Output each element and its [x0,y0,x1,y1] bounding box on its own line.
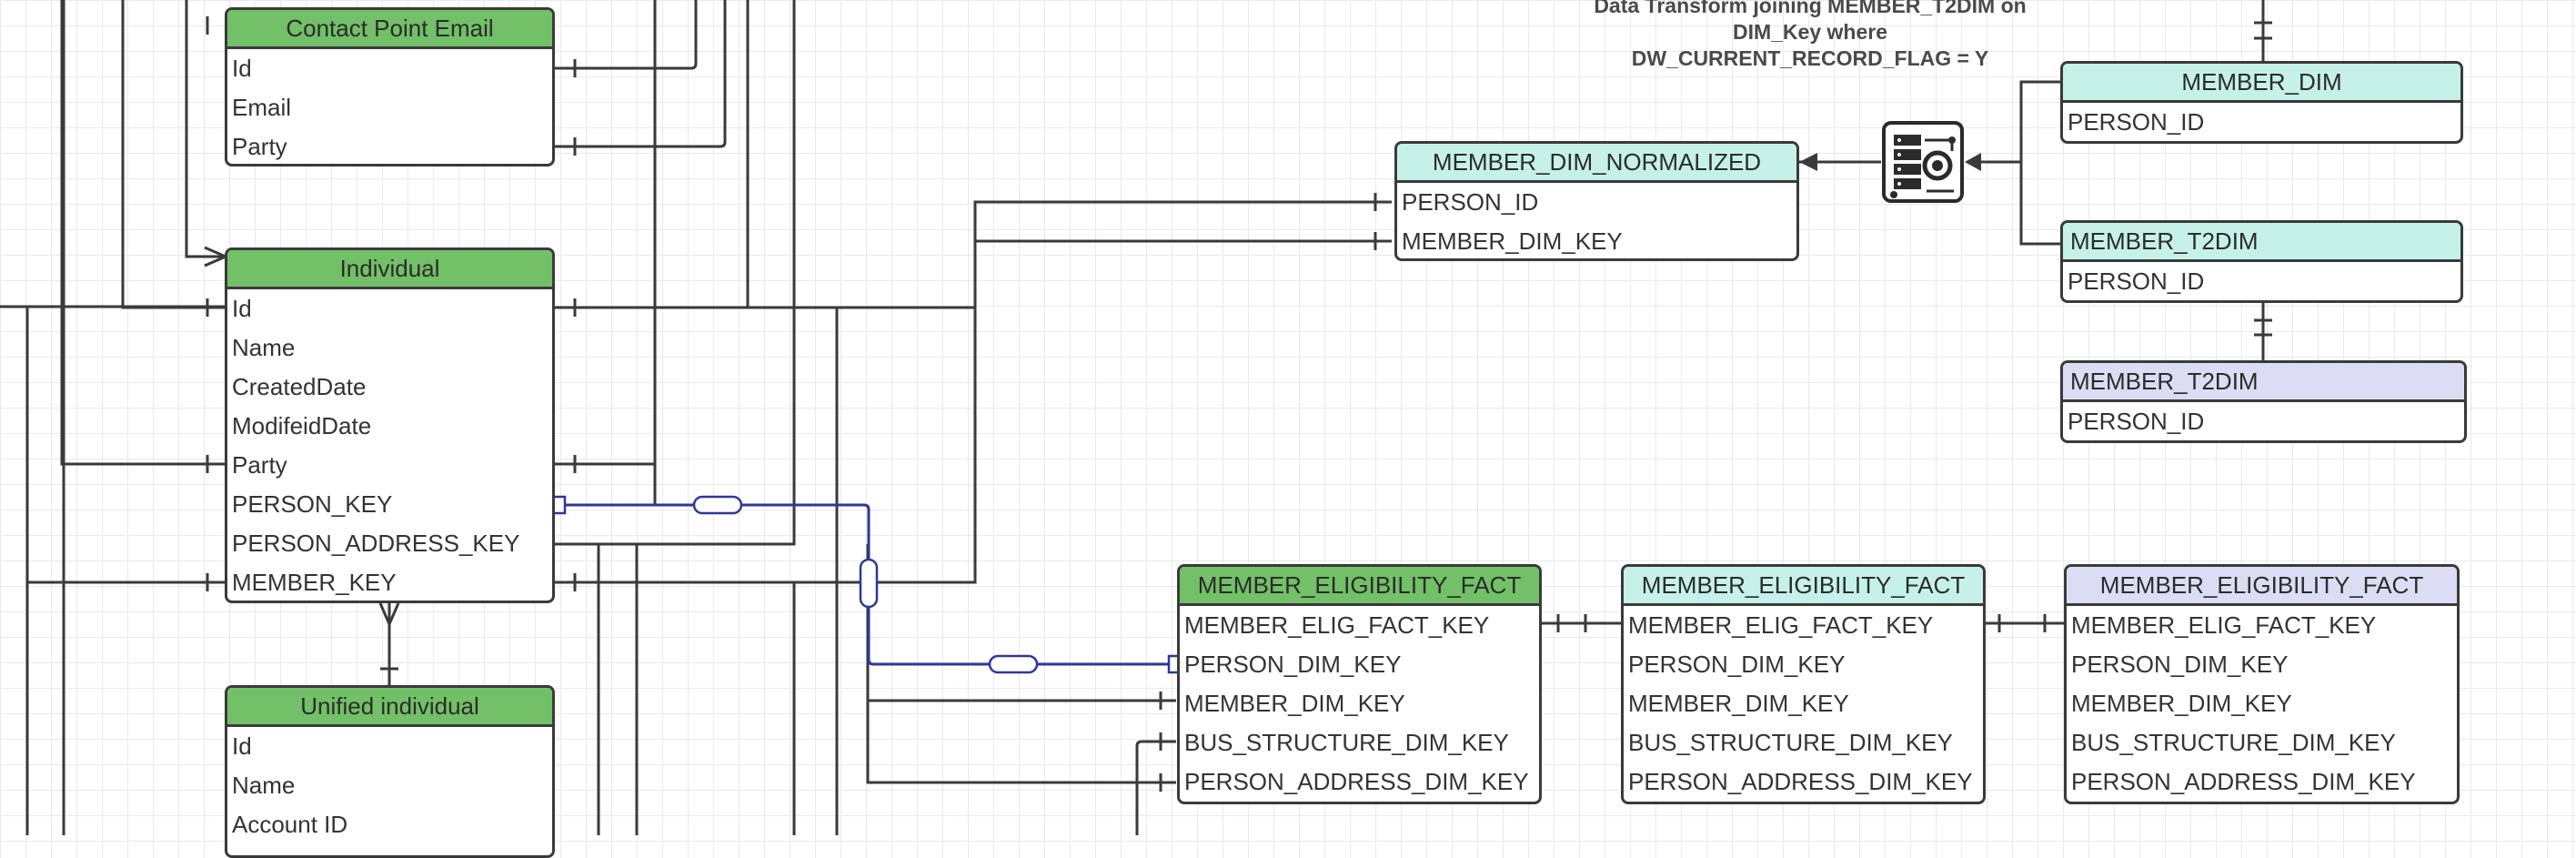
entity-contact-point-email[interactable]: Contact Point Email Id Email Party [225,7,555,167]
data-transform-icon [1882,121,1964,203]
connector-midpoint-handle[interactable] [692,495,743,515]
entity-field: Id [232,295,252,322]
entity-field: PERSON_ADDRESS_DIM_KEY [1628,768,1973,795]
data-transform-icon[interactable] [1881,120,1965,204]
entity-field: MEMBER_ELIG_FACT_KEY [1184,611,1490,639]
entity-title: Unified individual [227,688,552,727]
entity-field: MEMBER_DIM_KEY [1184,690,1405,717]
note-line: DIM_Key where [1732,20,1887,44]
arrowhead [1799,153,1817,171]
entity-field: CreatedDate [232,373,367,400]
entity-member-t2dim[interactable]: MEMBER_T2DIM PERSON_ID [2060,220,2463,303]
note-line: Data Transform joining MEMBER_T2DIM on [1594,0,2027,17]
entity-field: ModifeidDate [232,412,372,439]
entity-field: MEMBER_ELIG_FACT_KEY [2071,611,2377,639]
connector-line [555,200,1392,309]
connector-line [866,544,1176,702]
entity-title: MEMBER_ELIGIBILITY_FACT [2067,567,2457,606]
connector-line [866,701,1176,784]
entity-field: BUS_STRUCTURE_DIM_KEY [2071,729,2396,756]
entity-field: PERSON_DIM_KEY [1184,651,1402,678]
cardinality-marker [1556,614,2047,632]
entity-title: MEMBER_T2DIM [2063,363,2464,402]
crowfoot-marker [378,602,400,628]
connector-line [1135,740,1176,835]
entity-individual[interactable]: Individual Id Name CreatedDate ModifeidD… [225,247,555,603]
entity-title: Contact Point Email [227,10,552,49]
connector-line [555,0,657,507]
entity-title: MEMBER_ELIGIBILITY_FACT [1180,567,1539,606]
entity-field: PERSON_ID [2068,267,2205,295]
entity-field: BUS_STRUCTURE_DIM_KEY [1628,729,1953,756]
entity-member-eligibility-fact-green[interactable]: MEMBER_ELIGIBILITY_FACT MEMBER_ELIG_FACT… [1177,564,1542,804]
connector-line [555,308,977,584]
entity-member-dim[interactable]: MEMBER_DIM PERSON_ID [2060,61,2463,144]
entity-title: MEMBER_ELIGIBILITY_FACT [1624,567,1983,606]
entity-field: Id [232,55,252,82]
entity-field: MEMBER_DIM_KEY [2071,690,2292,717]
entity-member-dim-normalized[interactable]: MEMBER_DIM_NORMALIZED PERSON_ID MEMBER_D… [1394,141,1799,261]
entity-field: PERSON_DIM_KEY [2071,651,2289,678]
entity-title: Individual [227,250,552,289]
entity-field: Id [232,732,252,760]
entity-member-eligibility-fact-teal[interactable]: MEMBER_ELIGIBILITY_FACT MEMBER_ELIG_FACT… [1621,564,1986,804]
entity-field: PERSON_ADDRESS_KEY [232,530,520,557]
entity-field: MEMBER_DIM_KEY [1402,227,1623,255]
entity-field: Party [232,451,287,479]
entity-field: Account ID [232,811,348,838]
entity-unified-individual[interactable]: Unified individual Id Name Account ID [225,685,555,858]
entity-field: Email [232,94,292,121]
entity-member-t2dim-lavender[interactable]: MEMBER_T2DIM PERSON_ID [2060,360,2467,443]
entity-field: Party [232,133,287,160]
entity-field: PERSON_ID [2068,408,2205,435]
connector-line [555,0,796,546]
cardinality-marker [2254,21,2272,337]
entity-field: MEMBER_ELIG_FACT_KEY [1628,611,1934,639]
entity-field: MEMBER_DIM_KEY [1628,690,1849,717]
entity-field: Name [232,772,296,799]
arrowhead [1965,153,1981,171]
note-line: DW_CURRENT_RECORD_FLAG = Y [1631,46,1989,70]
entity-field: PERSON_ID [2068,108,2205,136]
entity-title: MEMBER_T2DIM [2063,223,2460,262]
connector-line [2019,80,2062,246]
connector-line [555,0,727,148]
entity-title: MEMBER_DIM_NORMALIZED [1397,144,1796,183]
connector-line [555,0,698,70]
entity-title: MEMBER_DIM [2063,64,2460,103]
entity-field: PERSON_ADDRESS_DIM_KEY [2071,768,2416,795]
connector-line [121,0,226,309]
entity-field: Name [232,334,296,361]
entity-field: MEMBER_KEY [232,569,397,596]
connector-line [185,0,226,258]
entity-field: BUS_STRUCTURE_DIM_KEY [1184,729,1509,756]
entity-member-eligibility-fact-lavender[interactable]: MEMBER_ELIGIBILITY_FACT MEMBER_ELIG_FACT… [2064,564,2460,804]
entity-field: PERSON_DIM_KEY [1628,651,1846,678]
transform-note: Data Transform joining MEMBER_T2DIM on D… [1555,0,2065,72]
connector-line [60,0,226,466]
connector-midpoint-handle[interactable] [988,654,1039,674]
entity-field: PERSON_ADDRESS_DIM_KEY [1184,768,1529,795]
entity-field: PERSON_KEY [232,490,393,518]
connector-layer [0,0,2272,835]
entity-field: PERSON_ID [1402,188,1539,216]
connector-midpoint-handle[interactable] [859,558,879,609]
